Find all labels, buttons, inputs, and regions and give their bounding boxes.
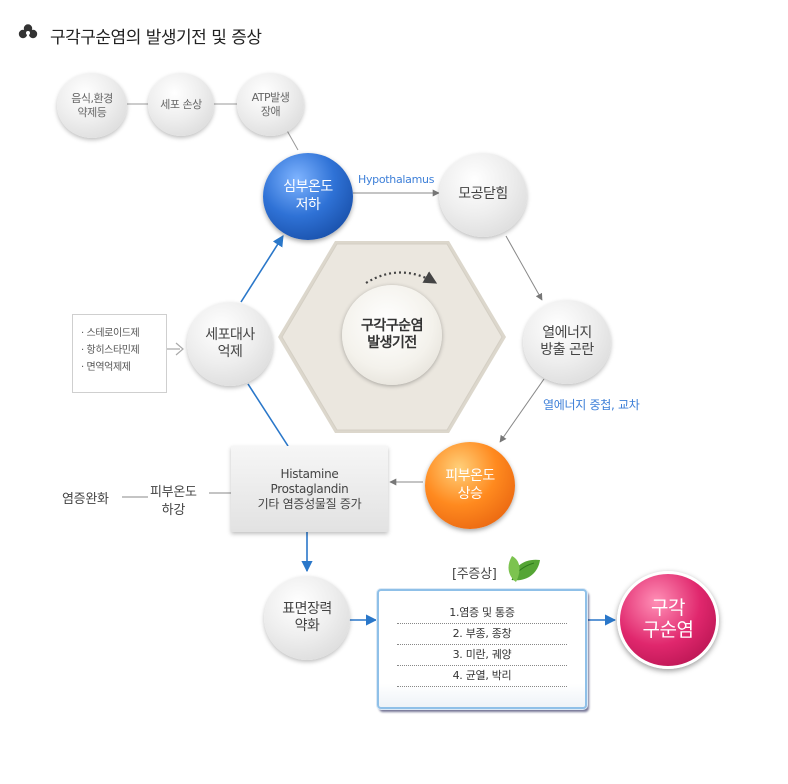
hypothalamus-label: Hypothalamus (358, 173, 435, 186)
node-result: 구각 구순염 (617, 571, 719, 669)
histamine-line: Prostaglandin (270, 481, 349, 496)
title-text: 구각구순염의 발생기전 및 증상 (50, 27, 262, 48)
node-cell-metabolism: 세포대사 억제 (187, 302, 273, 386)
node-heat-release: 열에너지 방출 곤란 (523, 300, 611, 384)
symptom-item: 4. 균열, 박리 (397, 666, 567, 687)
page-title: 구각구순염의 발생기전 및 증상 (18, 22, 262, 48)
heat-overlap-label: 열에너지 중첩, 교차 (543, 398, 640, 412)
drug-list-box: · 스테로이드제 · 항히스타민제 · 면역억제제 (72, 314, 167, 393)
node-core-temp-low: 심부온도 저하 (263, 153, 353, 240)
node-pore-close: 모공닫힘 (439, 153, 527, 237)
histamine-line: 기타 염증성물질 증가 (257, 496, 362, 511)
leaf-icon (508, 556, 540, 582)
symptoms-box: 1.염증 및 통증 2. 부종, 종창 3. 미란, 궤양 4. 균열, 박리 (377, 589, 587, 709)
symptom-item: 3. 미란, 궤양 (397, 645, 567, 666)
node-atp-disorder: ATP발생 장애 (237, 73, 304, 136)
node-surface-tension: 표면장력 약화 (264, 576, 350, 660)
drug-item: · 스테로이드제 (81, 328, 140, 339)
clover-icon (18, 23, 38, 48)
cycle-arrow (365, 271, 438, 284)
histamine-line: Histamine (280, 466, 339, 481)
symptom-item: 1.염증 및 통증 (397, 603, 567, 624)
drug-item: · 항히스타민제 (81, 345, 140, 356)
skin-temp-fall-label: 피부온도 하강 (150, 485, 197, 518)
node-food-environment: 음식,환경 약제등 (57, 73, 127, 138)
node-cell-damage: 세포 손상 (148, 73, 214, 136)
inflammation-relief-label: 염증완화 (62, 492, 109, 507)
histamine-box: Histamine Prostaglandin 기타 염증성물질 증가 (231, 446, 388, 532)
symptom-item: 2. 부종, 종창 (397, 624, 567, 645)
drug-item: · 면역억제제 (81, 362, 131, 373)
symptoms-label: [주증상] (452, 567, 497, 582)
center-circle: 구각구순염 발생기전 (342, 285, 442, 385)
node-skin-temp-rise: 피부온도 상승 (425, 442, 515, 529)
